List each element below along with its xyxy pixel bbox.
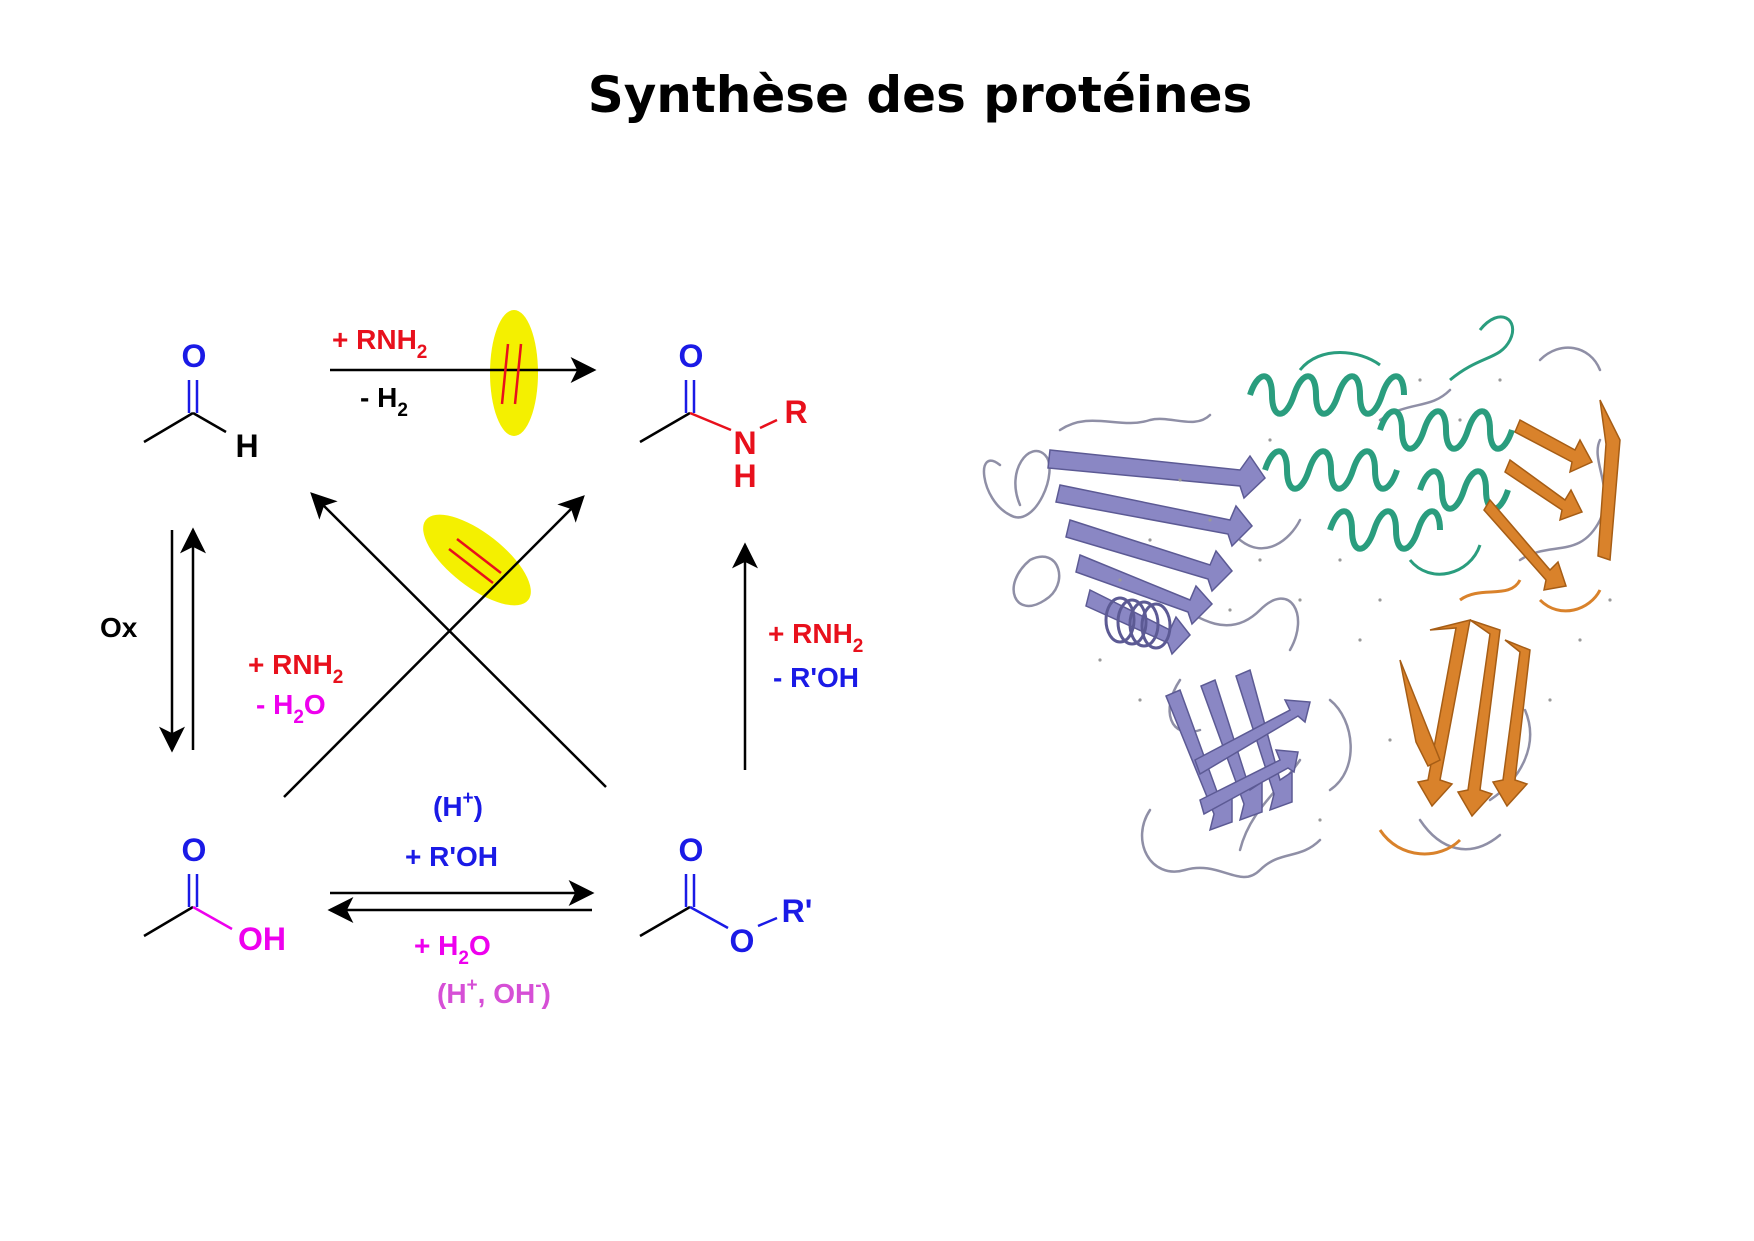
diagonal-arrow-acid-to-amide: [283, 495, 585, 798]
acid-molecule: O OH: [143, 832, 286, 957]
ester-molecule: O O R': [639, 832, 813, 959]
amide-oxygen: O: [679, 338, 704, 374]
aldehyde-molecule: O H: [143, 338, 259, 464]
aldehyde-hydrogen: H: [235, 428, 258, 464]
amide-hydrogen: H: [733, 458, 756, 494]
aminolysis-reaction: + RNH2 - R'OH: [732, 542, 863, 770]
amide-r-group: R: [784, 394, 807, 430]
esterification-equilibrium: (H+) + R'OH + H2O (H+, OH-): [327, 788, 595, 1009]
ester-r-prime: R': [782, 893, 813, 929]
right-reagent: + RNH2: [768, 618, 863, 657]
blocked-highlight-top: [490, 310, 538, 436]
blocked-highlight-diagonal: [423, 514, 531, 606]
ester-carbonyl-oxygen: O: [679, 832, 704, 868]
right-byproduct: - R'OH: [773, 662, 859, 693]
top-reagent: + RNH2: [332, 324, 427, 363]
top-byproduct: - H2: [360, 382, 408, 421]
diagonal-reagent: + RNH2: [248, 649, 343, 688]
acid-hydroxyl: OH: [238, 921, 286, 957]
amide-nitrogen: N: [733, 425, 756, 461]
diagonal-reactions: + RNH2 - H2O: [248, 492, 607, 798]
diagonal-arrow-ester-to-aldehyde: [310, 492, 607, 788]
protein-ribbon-icon: [982, 315, 1621, 879]
forward-catalyst: (H+): [433, 788, 483, 822]
page-title: Synthèse des protéines: [587, 66, 1253, 124]
oxidation-reaction: Ox: [100, 527, 206, 753]
amide-molecule: O N H R: [639, 338, 808, 494]
ox-label: Ox: [100, 612, 138, 643]
ester-oxygen: O: [730, 923, 755, 959]
forward-reagent: + R'OH: [405, 841, 498, 872]
diagonal-byproduct: - H2O: [256, 689, 326, 728]
aldehyde-oxygen: O: [182, 338, 207, 374]
acid-oxygen: O: [182, 832, 207, 868]
top-reaction: + RNH2 - H2: [330, 310, 597, 436]
reverse-catalyst: (H+, OH-): [437, 975, 551, 1009]
reverse-reagent: + H2O: [414, 930, 491, 969]
